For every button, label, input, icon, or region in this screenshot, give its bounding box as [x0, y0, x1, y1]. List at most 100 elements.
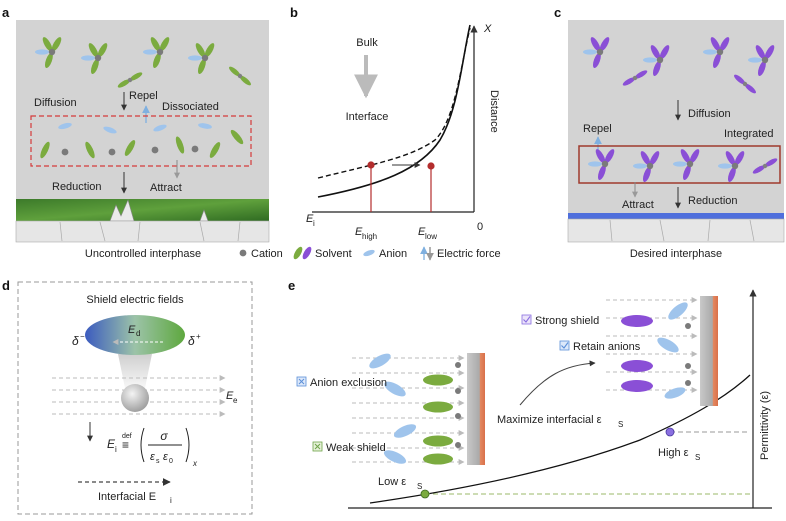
svg-text:def: def [122, 433, 132, 440]
panel-b-interface-label: Interface [346, 111, 389, 123]
panel-c-reduction-label: Reduction [688, 195, 738, 207]
panel-d-interfacial-label: Interfacial E [98, 491, 156, 503]
panel-a-repel-label: Repel [129, 90, 158, 102]
panel-a-caption: Uncontrolled interphase [85, 248, 201, 260]
panel-a: a Diffusion Repel Dissociated [2, 5, 270, 260]
panel-b-e-high: E [355, 226, 363, 238]
panel-e-low-sub: S [417, 482, 422, 491]
panel-c-repel-label: Repel [583, 123, 612, 135]
retain-anions-icon [559, 340, 570, 351]
panel-b-e-high-point [367, 161, 375, 169]
panel-a-letter: a [2, 5, 10, 20]
legend-solvent-green [293, 246, 303, 260]
panel-b-bulk-label: Bulk [356, 37, 378, 49]
panel-b-origin: 0 [477, 221, 483, 233]
legend-solvent-label: Solvent [315, 248, 352, 260]
strong-shield-icon [521, 314, 532, 325]
panel-e-right-field-lines [606, 297, 698, 393]
panel-e-right-electrode [700, 296, 718, 406]
panel-e-high-label: High ε [658, 447, 689, 459]
panel-b: b Bulk Interface X Distance 0 E i E high… [290, 5, 500, 241]
panel-a-attract-label: Attract [150, 182, 182, 194]
panel-d-ed: E [128, 324, 136, 336]
panel-c-integrated-label: Integrated [724, 128, 774, 140]
panel-d-sphere [121, 384, 149, 412]
panel-e-maximize-label: Maximize interfacial ε [497, 414, 602, 426]
panel-e-low-point [420, 489, 430, 499]
panel-d-delta-minus: δ [72, 334, 79, 348]
panel-e-retain-anions-label: Retain anions [573, 341, 641, 353]
panel-b-e-high-sub: high [362, 232, 377, 241]
panel-e-anion-exclusion[interactable]: Anion exclusion [296, 376, 387, 389]
panel-b-e-var-sub: i [313, 219, 315, 228]
panel-e-weak-shield-label: Weak shield [326, 442, 386, 454]
svg-text:≡: ≡ [122, 438, 129, 452]
panel-d-equation: E i def ≡ σ ε s ε 0 x [107, 427, 198, 468]
panel-d-dipole-ellipse [85, 315, 185, 355]
panel-a-dissociated-label: Dissociated [162, 101, 219, 113]
panel-e-maximize-sub: S [618, 420, 623, 429]
panel-b-x-var: X [483, 23, 492, 35]
legend-solvent-purple [302, 246, 312, 260]
legend-force-label: Electric force [437, 248, 501, 260]
panel-d-interfacial-sub: i [170, 496, 172, 505]
panel-d-ee-sub: e [233, 396, 238, 405]
svg-text:i: i [115, 445, 117, 454]
panel-d-minus-sign: − [80, 332, 85, 341]
panel-d-plus-sign: + [196, 332, 201, 341]
panel-a-substrate [15, 220, 270, 243]
panel-e-left-electrode [467, 353, 485, 465]
panel-e-letter: e [288, 278, 295, 293]
panel-d-cone [118, 354, 152, 388]
panel-e-anion-exclusion-label: Anion exclusion [310, 377, 387, 389]
svg-text:x: x [192, 459, 198, 468]
panel-b-e-low-point [427, 162, 435, 170]
panel-a-box-molecules [40, 121, 244, 159]
panel-a-dissociated-box [30, 115, 252, 167]
panel-e-left-molecules [369, 353, 461, 465]
panel-c-integrated-box [578, 145, 781, 184]
panel-e-right-molecules [621, 302, 691, 399]
panel-e-permittivity-label: Permittivity (ε) [759, 391, 771, 460]
panel-c-attract-label: Attract [622, 199, 654, 211]
panel-b-solid-curve [317, 24, 471, 198]
panel-d-title: Shield electric fields [86, 294, 184, 306]
panel-c-caption: Desired interphase [630, 248, 722, 260]
panel-e-strong-shield[interactable]: Strong shield [521, 314, 599, 327]
panel-e-strong-shield-label: Strong shield [535, 315, 599, 327]
panel-a-diffusion-label: Diffusion [34, 97, 77, 109]
panel-c-substrate [567, 218, 785, 243]
panel-c: c Diffusion Repel Integrated Attract Red… [554, 5, 785, 260]
panel-e-maximize-arrow [519, 360, 596, 406]
panel-b-e-low-sub: low [425, 232, 437, 241]
panel-d-ee: E [226, 390, 234, 402]
panel-c-letter: c [554, 5, 561, 20]
panel-b-e-var: E [306, 213, 314, 225]
panel-e-weak-shield[interactable]: Weak shield [312, 441, 386, 454]
panel-e-high-sub: S [695, 453, 700, 462]
svg-text:s: s [156, 458, 160, 465]
panel-c-sei-layer [568, 213, 784, 219]
panel-e-low-label: Low ε [378, 476, 406, 488]
panel-d-ed-sub: d [136, 329, 140, 338]
panel-b-letter: b [290, 5, 298, 20]
legend: Cation Solvent Anion Electric force [239, 246, 501, 261]
panel-e-retain-anions[interactable]: Retain anions [559, 340, 641, 353]
legend-anion-swatch [363, 249, 375, 257]
legend-cation-swatch [239, 249, 247, 257]
panel-d: d Shield electric fields E d δ − δ + E e… [2, 278, 253, 515]
panel-a-reduction-label: Reduction [52, 181, 102, 193]
legend-cation-label: Cation [251, 248, 283, 260]
panel-b-distance-label: Distance [488, 90, 500, 133]
panel-e-high-point [665, 427, 675, 437]
panel-a-dendrite-layer [16, 199, 269, 221]
svg-text:E: E [107, 437, 116, 451]
panel-c-diffusion-label: Diffusion [688, 108, 731, 120]
panel-e: e Permittivity (ε) Low ε S High ε S [288, 278, 772, 509]
panel-d-frame [17, 281, 253, 515]
panel-d-delta-plus: δ [188, 334, 195, 348]
svg-text:0: 0 [169, 458, 173, 465]
svg-text:ε: ε [163, 451, 168, 463]
panel-d-letter: d [2, 278, 10, 293]
